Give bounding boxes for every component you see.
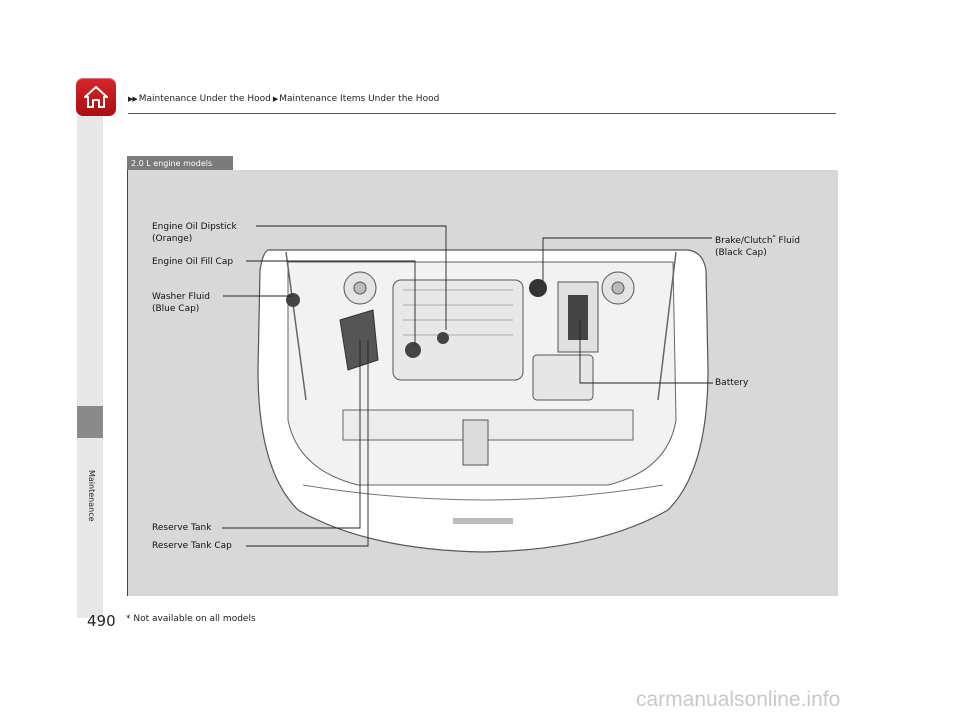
label-text: Fluid — [775, 236, 800, 246]
house-icon — [84, 86, 108, 108]
footnote-marker: * — [772, 234, 776, 241]
section-label: Maintenance — [87, 470, 96, 522]
label-engine-oil-dipstick: Engine Oil Dipstick (Orange) — [152, 221, 237, 245]
header-divider — [128, 113, 836, 114]
footnote: * Not available on all models — [126, 614, 256, 624]
label-text: (Blue Cap) — [152, 304, 200, 314]
chevron-right-icon: ▶ — [272, 95, 278, 103]
breadcrumb-link-maintenance-items[interactable]: Maintenance Items Under the Hood — [279, 94, 440, 104]
model-badge: 2.0 L engine models — [127, 156, 233, 171]
label-engine-oil-fill-cap: Engine Oil Fill Cap — [152, 257, 234, 267]
chevron-right-icon: ▶▶ — [128, 95, 138, 103]
engine-bay-illustration — [222, 225, 713, 553]
label-text: (Black Cap) — [715, 248, 767, 258]
page-number: 490 — [87, 612, 116, 630]
side-tab-inactive — [77, 438, 103, 618]
label-reserve-tank-cap: Reserve Tank Cap — [152, 541, 232, 551]
label-text: Brake/Clutch — [715, 236, 773, 246]
side-tab-active-marker[interactable] — [77, 406, 103, 438]
breadcrumb-link-maintenance-under-hood[interactable]: Maintenance Under the Hood — [138, 94, 271, 104]
label-text: (Orange) — [152, 234, 193, 244]
label-text: Engine Oil Dipstick — [152, 222, 237, 232]
home-button[interactable] — [76, 78, 116, 116]
engine-bay-figure: Engine Oil Dipstick (Orange) Engine Oil … — [127, 170, 838, 596]
breadcrumb: ▶▶ Maintenance Under the Hood ▶ Maintena… — [128, 94, 439, 104]
label-brake-clutch-fluid: Brake/Clutch* Fluid (Black Cap) — [715, 232, 800, 259]
label-text: Washer Fluid — [152, 292, 210, 302]
watermark: carmanualsonline.info — [636, 688, 841, 711]
label-battery: Battery — [715, 378, 749, 388]
label-washer-fluid: Washer Fluid (Blue Cap) — [152, 291, 210, 315]
side-tab-inactive — [77, 116, 103, 406]
label-reserve-tank: Reserve Tank — [152, 523, 212, 533]
